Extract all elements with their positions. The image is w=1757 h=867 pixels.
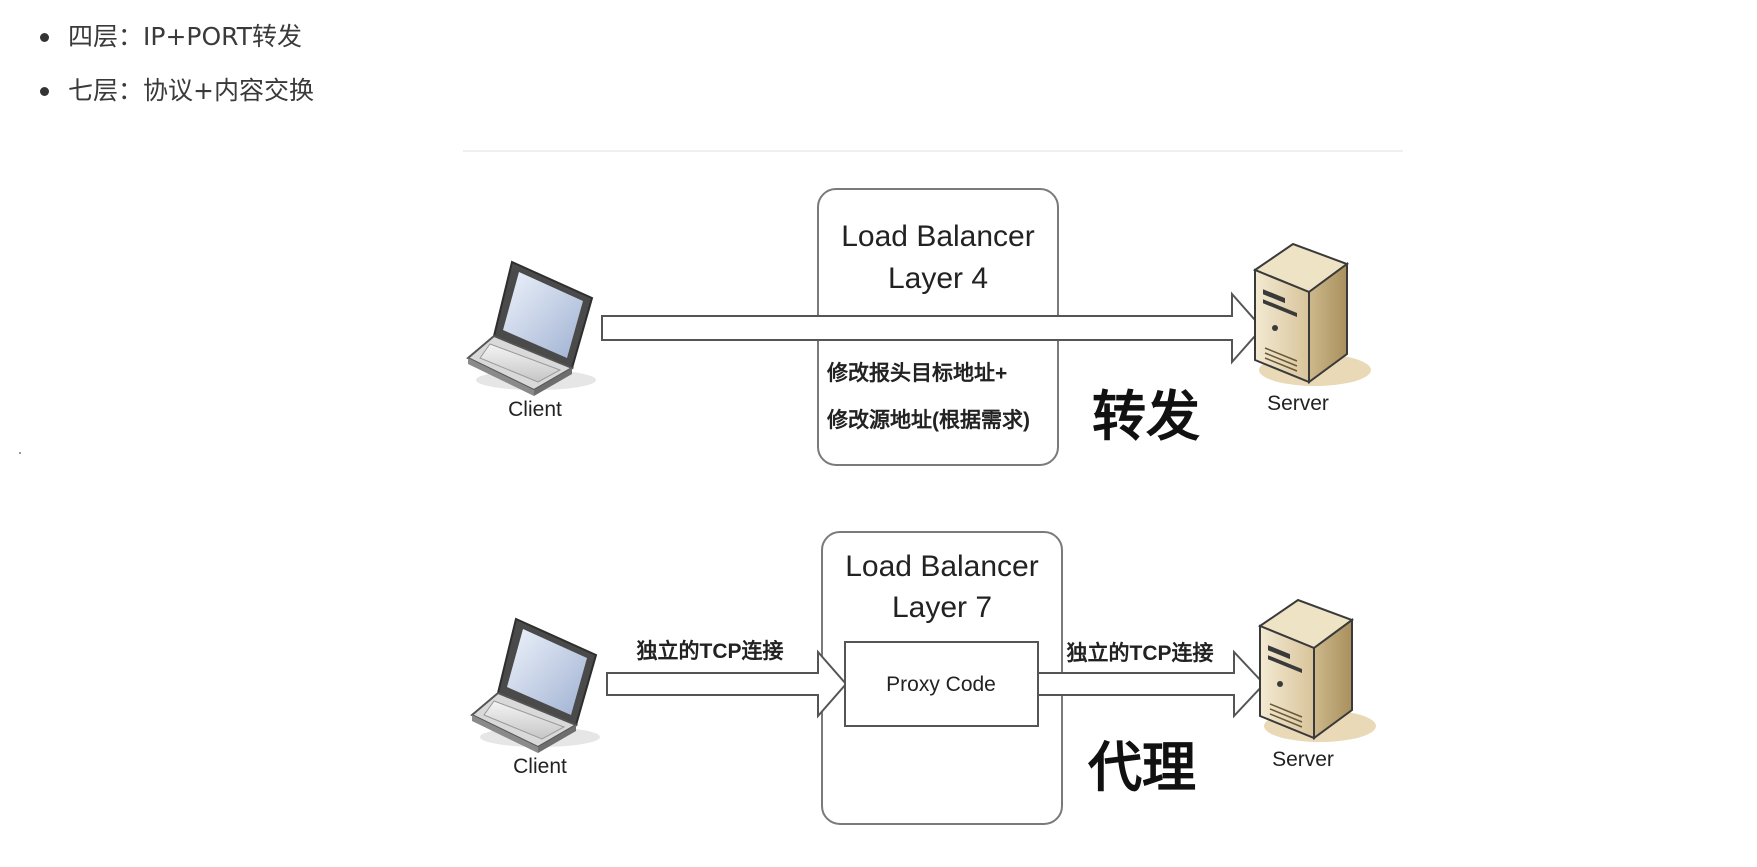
- layer4-diagram: Load Balancer Layer 4 修改报头目标地址+ 修改源地址(根据…: [466, 188, 1371, 466]
- bullet-item-layer7: 七层：协议+内容交换: [34, 72, 314, 126]
- server-tower-icon: [1257, 598, 1376, 742]
- layer7-lb-title-1: Load Balancer: [845, 550, 1038, 583]
- layer7-proxy-label: 代理: [1087, 738, 1196, 798]
- laptop-icon: [466, 260, 596, 396]
- proxy-code-label: Proxy Code: [886, 673, 996, 696]
- bullet-text-layer4: 四层：IP+PORT转发: [68, 22, 302, 51]
- bullet-text-layer7: 七层：协议+内容交换: [68, 76, 314, 105]
- stray-dot: [19, 452, 21, 454]
- bullet-dot-icon: [40, 87, 49, 96]
- layer4-server-label: Server: [1267, 392, 1329, 415]
- layer4-lb-title-1: Load Balancer: [841, 220, 1034, 253]
- layer7-lb-title-2: Layer 7: [892, 591, 992, 624]
- bullet-list: 四层：IP+PORT转发 七层：协议+内容交换: [34, 18, 314, 126]
- layer7-left-conn-label: 独立的TCP连接: [637, 639, 784, 663]
- layer7-client-label: Client: [513, 755, 567, 778]
- layer7-diagram: Load Balancer Layer 7 独立的TCP连接 Proxy Cod…: [470, 531, 1376, 825]
- bullet-dot-icon: [40, 33, 49, 42]
- laptop-icon: [470, 617, 600, 753]
- layer4-forward-arrow: [601, 291, 1264, 365]
- layer7-right-conn-label: 独立的TCP连接: [1067, 641, 1214, 665]
- layer7-server-label: Server: [1272, 748, 1334, 771]
- proxy-code-box: [844, 641, 1039, 727]
- layer7-right-arrow: [1037, 649, 1266, 719]
- layer4-client-label: Client: [508, 398, 562, 421]
- layer7-left-arrow: [606, 649, 848, 719]
- server-tower-icon: [1252, 242, 1371, 386]
- layer4-forward-label: 转发: [1092, 387, 1200, 447]
- layer4-lb-title-2: Layer 4: [888, 262, 988, 295]
- bullet-item-layer4: 四层：IP+PORT转发: [34, 18, 314, 72]
- layer4-note-2: 修改源地址(根据需求): [826, 408, 1030, 432]
- layer4-note-1: 修改报头目标地址+: [826, 361, 1007, 385]
